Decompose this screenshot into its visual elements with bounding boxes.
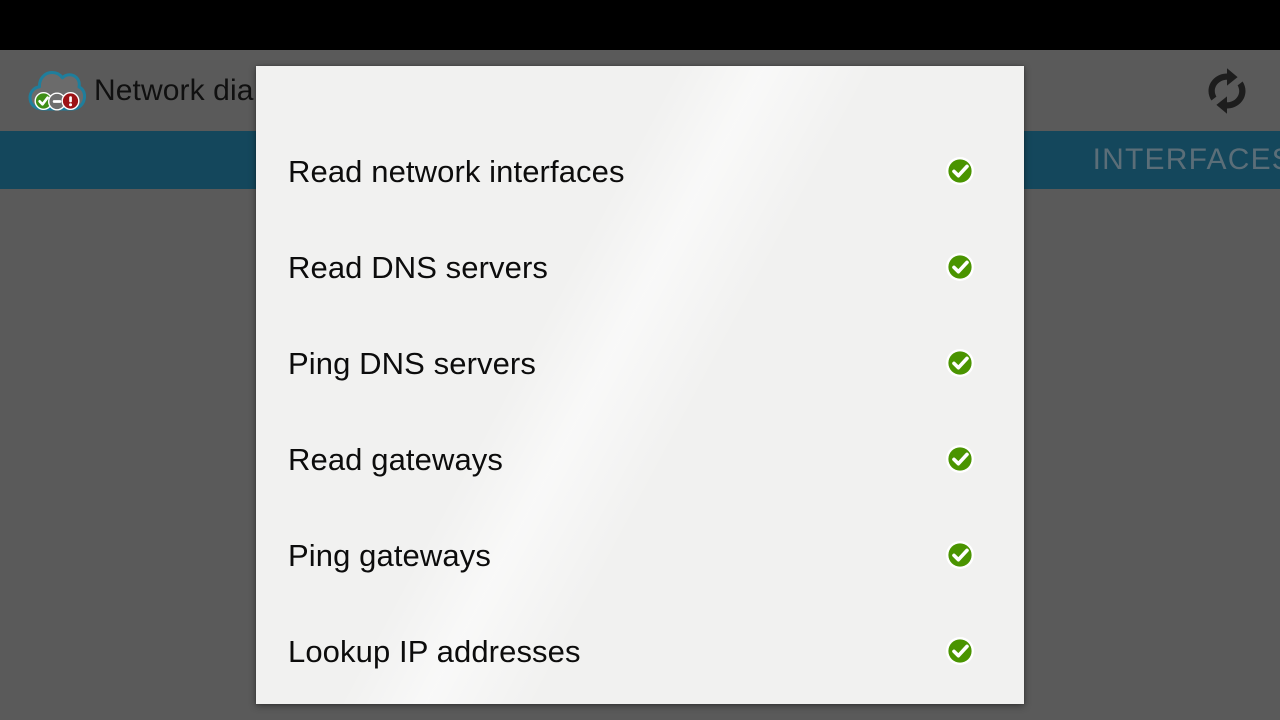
page-title: Network dia xyxy=(94,73,254,107)
check-circle-icon xyxy=(945,348,975,378)
task-row: Lookup IP addresses xyxy=(256,603,1024,699)
task-row: Ping gateways xyxy=(256,507,1024,603)
check-circle-icon xyxy=(945,252,975,282)
refresh-icon[interactable] xyxy=(1200,64,1254,118)
task-row: Read network interfaces xyxy=(256,123,1024,219)
task-label: Lookup IP addresses xyxy=(288,633,581,669)
task-row: Ping DNS servers xyxy=(256,315,1024,411)
task-list: Read network interfaces Read DNS servers xyxy=(256,66,1024,699)
check-circle-icon xyxy=(945,156,975,186)
tab-interfaces[interactable]: INTERFACES xyxy=(1092,143,1280,176)
check-circle-icon xyxy=(945,540,975,570)
task-label: Ping DNS servers xyxy=(288,345,536,381)
status-bar xyxy=(0,0,1280,50)
task-row: Read DNS servers xyxy=(256,219,1024,315)
task-label: Read gateways xyxy=(288,441,503,477)
task-row: Read gateways xyxy=(256,411,1024,507)
check-circle-icon xyxy=(945,636,975,666)
diagnostics-progress-dialog: Read network interfaces Read DNS servers xyxy=(256,66,1024,704)
cloud-status-icon xyxy=(26,65,87,117)
task-label: Ping gateways xyxy=(288,537,491,573)
check-circle-icon xyxy=(945,444,975,474)
task-label: Read network interfaces xyxy=(288,153,625,189)
task-label: Read DNS servers xyxy=(288,249,549,285)
